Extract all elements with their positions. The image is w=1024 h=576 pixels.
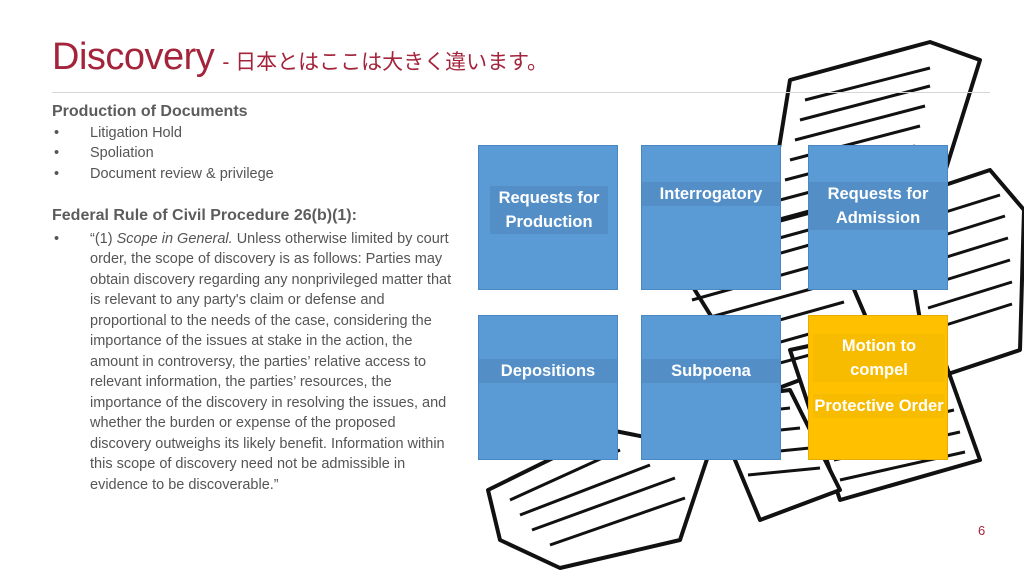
title-main: Discovery [52,36,215,78]
list-item: •Spoliation [52,143,452,164]
box-depositions: Depositions [478,315,618,460]
production-heading: Production of Documents [52,103,248,120]
frcp-heading: Federal Rule of Civil Procedure 26(b)(1)… [52,207,357,224]
box-requests-admission: Requests for Admission [808,145,948,290]
requests-production-label: Requests for Production [490,186,608,234]
box-requests-production: Requests for Production [478,145,618,290]
bullet: • [54,230,60,247]
list-item: •Litigation Hold [52,123,452,144]
frcp-quote: •“(1) Scope in General. Unless otherwise… [54,230,452,493]
depositions-label: Depositions [479,359,617,383]
requests-admission-label: Requests for Admission [809,182,947,230]
box-interrogatory: Interrogatory [641,145,781,290]
body-text: Production of Documents •Litigation Hold… [52,102,452,495]
box-subpoena: Subpoena [641,315,781,460]
scattered-papers-illustration [486,40,1024,570]
subpoena-label: Subpoena [642,359,780,383]
slide-title: Discovery - 日本とはここは大きく違います。 [52,36,548,79]
bullet: • [54,124,60,141]
title-divider [52,92,990,93]
protective-order-label: Protective Order [813,394,945,418]
motion-compel-label: Motion to compel [813,334,945,382]
page-number: 6 [978,523,986,538]
bullet: • [54,145,60,161]
list-item: •Document review & privilege [52,164,452,185]
production-list: •Litigation Hold •Spoliation •Document r… [52,123,452,185]
bullet: • [54,165,60,182]
interrogatory-label: Interrogatory [642,182,780,206]
title-subtitle: - 日本とはここは大きく違います。 [222,51,549,74]
box-motion-protective: Motion to compel Protective Order [808,315,948,460]
frcp-list: •“(1) Scope in General. Unless otherwise… [52,229,452,496]
